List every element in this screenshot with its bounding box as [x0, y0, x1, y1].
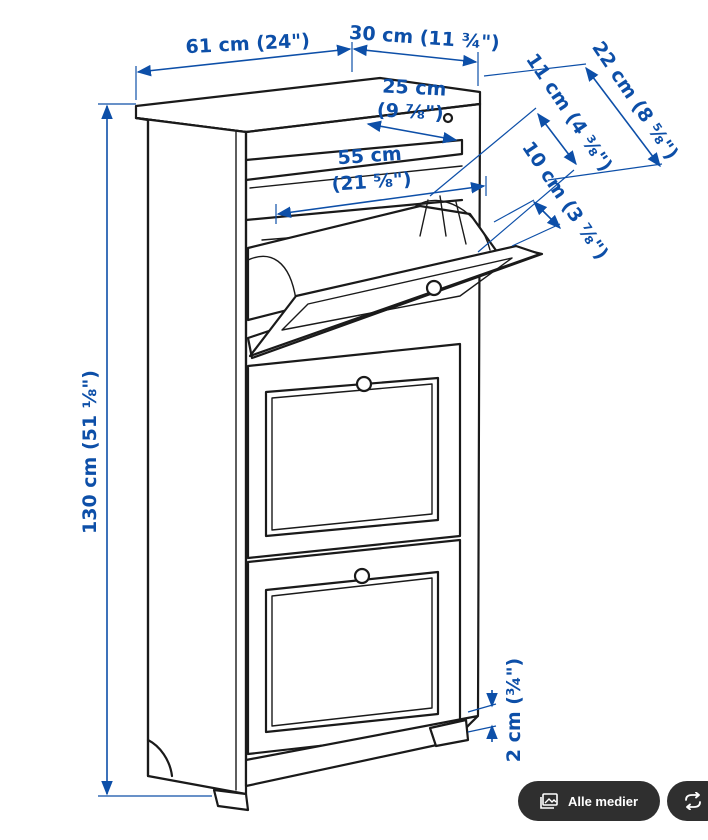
dim-inner-width-label-2: (21 ⅝") — [331, 168, 412, 196]
dim-floor-clearance-label: 2 cm (¾") — [503, 658, 525, 762]
repeat-icon — [685, 792, 701, 810]
dim-depth-label: 30 cm (11 ¾") — [348, 22, 500, 54]
gallery-icon — [540, 793, 558, 809]
dimension-lines — [98, 42, 663, 797]
all-media-label: Alle medier — [567, 793, 639, 809]
dim-height-label: 130 cm (51 ⅛") — [79, 370, 101, 534]
dim-inner-width-label-1: 55 cm — [337, 143, 403, 169]
dim-inner-depth-label-1: 25 cm — [382, 75, 447, 100]
dim-width-label: 61 cm (24") — [185, 30, 310, 58]
all-media-button[interactable]: Alle medier — [518, 781, 660, 821]
dim-inner-depth-label-2: (9 ⅞") — [376, 99, 444, 124]
repeat-button[interactable] — [667, 781, 708, 821]
